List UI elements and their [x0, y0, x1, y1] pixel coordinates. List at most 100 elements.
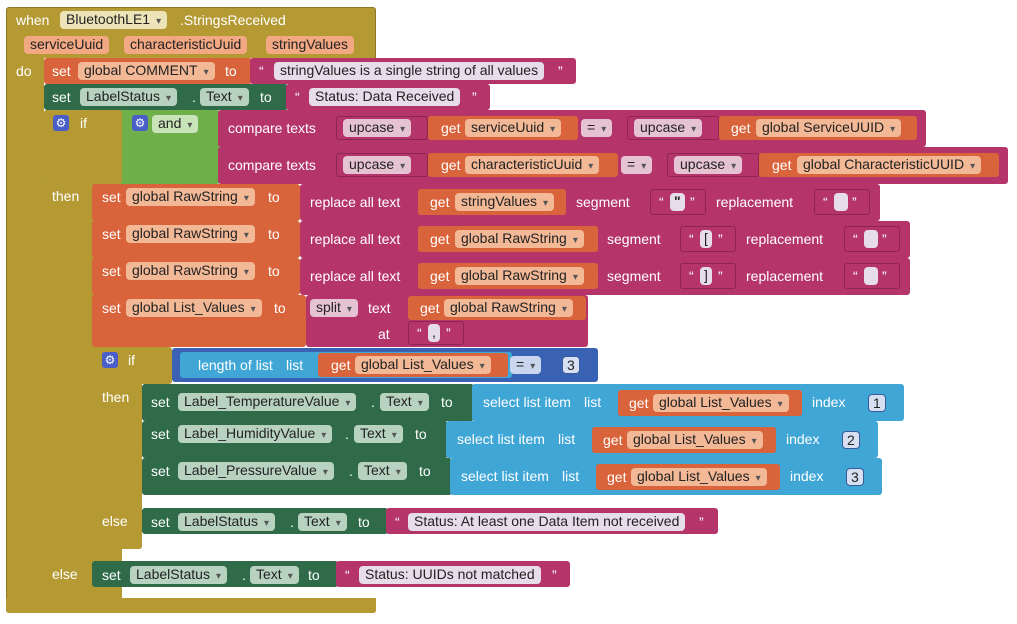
set-keyword: set: [102, 567, 121, 583]
comment-text[interactable]: stringValues is a single string of all v…: [274, 62, 545, 80]
var-list-values-get[interactable]: global List_Values: [653, 394, 789, 412]
param-characteristic-uuid[interactable]: characteristicUuid: [124, 36, 248, 54]
var-rawstring-dropdown[interactable]: global RawString: [126, 262, 255, 280]
to-keyword: to: [225, 63, 237, 79]
replace-all-text-block-1[interactable]: [300, 184, 880, 221]
var-list-values-get[interactable]: global List_Values: [355, 356, 491, 374]
param-service-uuid[interactable]: serviceUuid: [24, 36, 110, 54]
var-list-values-get[interactable]: global List_Values: [627, 431, 763, 449]
var-rawstring-get[interactable]: global RawString: [444, 299, 573, 317]
var-rawstring-dropdown[interactable]: global RawString: [126, 188, 255, 206]
segment-label: segment: [607, 268, 661, 284]
upcase-dropdown[interactable]: upcase: [674, 156, 743, 174]
inner-if-bottom: [92, 538, 142, 549]
replacement-empty-text[interactable]: [864, 267, 878, 285]
get-keyword: get: [430, 194, 450, 210]
quote-open-icon: “: [853, 268, 858, 284]
labelstatus-dropdown[interactable]: LabelStatus: [130, 566, 227, 584]
status-missing-text[interactable]: Status: At least one Data Item not recei…: [408, 513, 686, 531]
text-label: text: [368, 300, 391, 316]
list-label: list: [562, 468, 580, 484]
then-keyword: then: [52, 188, 80, 204]
quote-close-icon: ”: [699, 514, 704, 530]
eq-dropdown[interactable]: =: [510, 356, 542, 374]
split-dropdown[interactable]: split: [310, 299, 358, 317]
quote-open-icon: “: [345, 567, 350, 583]
list-label: list: [584, 394, 602, 410]
pressure-dropdown[interactable]: Label_PressureValue: [178, 462, 334, 480]
eq-dropdown[interactable]: =: [581, 119, 613, 137]
quote-open-icon: “: [823, 194, 828, 210]
at-comma-text[interactable]: ,: [428, 324, 440, 342]
replacement-empty-text[interactable]: [834, 193, 848, 211]
text-property-dropdown[interactable]: Text: [298, 513, 347, 531]
replace-all-text-block-3[interactable]: [300, 258, 910, 295]
select-list-item-label: select list item: [483, 394, 571, 410]
var-char-uuid-param[interactable]: characteristicUuid: [465, 156, 600, 174]
quote-close-icon: ”: [472, 89, 477, 105]
var-rawstring-get[interactable]: global RawString: [455, 267, 584, 285]
gear-icon[interactable]: ⚙: [132, 115, 148, 131]
quote-close-icon: ”: [558, 63, 563, 79]
replace-all-text-block-2[interactable]: [300, 221, 910, 258]
var-comment-dropdown[interactable]: global COMMENT: [78, 62, 215, 80]
segment-quote-text[interactable]: ": [670, 193, 685, 211]
text-property-dropdown[interactable]: Text: [354, 425, 403, 443]
when-keyword: when: [16, 12, 50, 28]
quote-open-icon: “: [659, 194, 664, 210]
var-service-uuid-global[interactable]: global ServiceUUID: [756, 119, 902, 137]
quote-close-icon: ”: [718, 231, 723, 247]
text-property-dropdown[interactable]: Text: [250, 566, 299, 584]
select-list-item-label: select list item: [457, 431, 545, 447]
gear-icon[interactable]: ⚙: [102, 352, 118, 368]
segment-close-bracket-text[interactable]: ]: [700, 267, 712, 285]
set-keyword: set: [151, 463, 170, 479]
dot-separator: .: [192, 89, 196, 105]
eq-dropdown[interactable]: =: [621, 156, 653, 174]
upcase-dropdown[interactable]: upcase: [634, 119, 703, 137]
param-string-values[interactable]: stringValues: [266, 36, 355, 54]
get-keyword: get: [629, 395, 649, 411]
labelstatus-dropdown[interactable]: LabelStatus: [80, 88, 177, 106]
quote-open-icon: “: [295, 89, 300, 105]
at-label: at: [378, 326, 390, 342]
text-property-dropdown[interactable]: Text: [358, 462, 407, 480]
var-list-values-dropdown[interactable]: global List_Values: [126, 299, 262, 317]
segment-open-bracket-text[interactable]: [: [700, 230, 712, 248]
humidity-dropdown[interactable]: Label_HumidityValue: [178, 425, 333, 443]
select-list-item-label: select list item: [461, 468, 549, 484]
status-uuid-text[interactable]: Status: UUIDs not matched: [359, 566, 541, 584]
set-keyword: set: [102, 300, 121, 316]
get-keyword: get: [420, 300, 440, 316]
replacement-empty-text[interactable]: [864, 230, 878, 248]
var-service-uuid-param[interactable]: serviceUuid: [465, 119, 562, 137]
status-received-text[interactable]: Status: Data Received: [309, 88, 461, 106]
labelstatus-dropdown[interactable]: LabelStatus: [178, 513, 275, 531]
var-rawstring-get[interactable]: global RawString: [455, 230, 584, 248]
index-label: index: [812, 394, 846, 410]
var-char-uuid-global[interactable]: global CharacteristicUUID: [797, 156, 982, 174]
get-keyword: get: [441, 120, 461, 136]
number-three[interactable]: 3: [562, 356, 580, 374]
text-property-dropdown[interactable]: Text: [200, 88, 249, 106]
compare-texts-label: compare texts: [228, 120, 316, 136]
and-dropdown[interactable]: and: [152, 115, 199, 133]
text-property-dropdown[interactable]: Text: [380, 393, 429, 411]
var-string-values[interactable]: stringValues: [455, 193, 555, 211]
var-list-values-get[interactable]: global List_Values: [631, 468, 767, 486]
component-dropdown[interactable]: BluetoothLE1: [60, 11, 168, 29]
dot-separator: .: [290, 514, 294, 530]
var-rawstring-dropdown[interactable]: global RawString: [126, 225, 255, 243]
segment-label: segment: [607, 231, 661, 247]
get-keyword: get: [607, 469, 627, 485]
to-keyword: to: [268, 226, 280, 242]
if-keyword: if: [80, 115, 87, 131]
upcase-dropdown[interactable]: upcase: [343, 156, 412, 174]
upcase-dropdown[interactable]: upcase: [343, 119, 412, 137]
gear-icon[interactable]: ⚙: [53, 115, 69, 131]
number-two[interactable]: 2: [842, 431, 860, 449]
number-one[interactable]: 1: [868, 394, 886, 412]
number-three[interactable]: 3: [846, 468, 864, 486]
temperature-dropdown[interactable]: Label_TemperatureValue: [178, 393, 357, 411]
to-keyword: to: [441, 394, 453, 410]
